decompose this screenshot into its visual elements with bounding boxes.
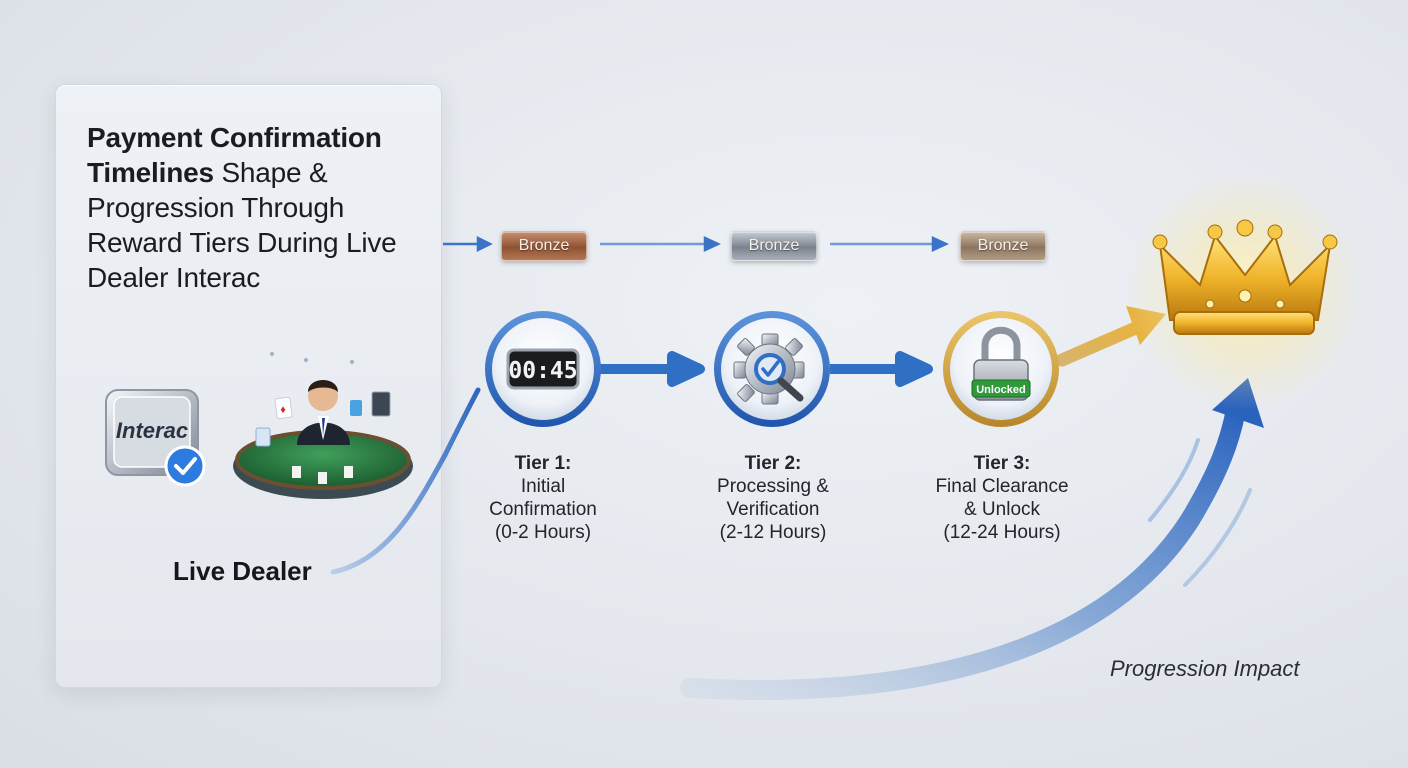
tier-3-text: Tier 3: Final Clearance & Unlock (12-24 … — [902, 452, 1102, 544]
tier-2-badge: Bronze — [731, 231, 817, 261]
tier-1-line-1: Initial — [520, 476, 566, 497]
tier-2-line-3: (2-12 Hours) — [719, 522, 827, 543]
tier-1-line-2: Confirmation — [489, 499, 597, 520]
tier-2-icon — [714, 311, 830, 427]
tier-2-line-2: Verification — [726, 499, 820, 520]
timer-display: 00:45 — [508, 358, 577, 384]
tier-3-icon: Unlocked — [943, 311, 1059, 427]
tier-3-line-2: & Unlock — [963, 499, 1041, 520]
intro-panel — [55, 84, 442, 688]
title-bold: Payment Confirmation Timelines — [87, 122, 382, 188]
progression-impact-label: Progression Impact — [1110, 656, 1300, 681]
check-badge-icon — [164, 445, 206, 487]
tier-1-text: Tier 1: Initial Confirmation (0-2 Hours) — [443, 452, 643, 544]
interac-logo-text: Interac — [116, 418, 188, 443]
dealer-table-illustration: ♦ — [233, 352, 413, 499]
tier-2-line-1: Processing & — [717, 476, 829, 497]
tier-3-line-3: (12-24 Hours) — [943, 522, 1061, 543]
tier-1-heading: Tier 1: — [514, 453, 572, 474]
page-title: Payment Confirmation Timelines Shape & P… — [87, 120, 427, 295]
live-dealer-label: Live Dealer — [173, 556, 312, 586]
unlocked-label: Unlocked — [976, 384, 1026, 396]
title-rest: Shape & Progression Through Reward Tiers… — [87, 157, 397, 293]
live-dealer-arrow — [330, 387, 481, 575]
tier-3-badge: Bronze — [960, 231, 1046, 261]
tier-3-heading: Tier 3: — [973, 453, 1031, 474]
timer-icon: 00:45 — [506, 348, 580, 390]
tier-1-line-3: (0-2 Hours) — [494, 522, 592, 543]
padlock-icon: Unlocked — [971, 326, 1031, 401]
tier-1-icon: 00:45 — [485, 311, 601, 427]
dealer-figure — [297, 380, 350, 445]
badge-row-arrows — [443, 235, 949, 253]
tier-arrows — [600, 351, 933, 387]
svg-text:♦: ♦ — [280, 404, 286, 416]
tier-2-text: Tier 2: Processing & Verification (2-12 … — [673, 452, 873, 544]
crown-icon — [1125, 170, 1365, 410]
gear-search-icon — [733, 333, 805, 405]
tier-3-line-1: Final Clearance — [935, 476, 1069, 497]
interac-logo: Interac — [105, 389, 206, 487]
tier-2-heading: Tier 2: — [744, 453, 802, 474]
tier-1-badge: Bronze — [501, 231, 587, 261]
